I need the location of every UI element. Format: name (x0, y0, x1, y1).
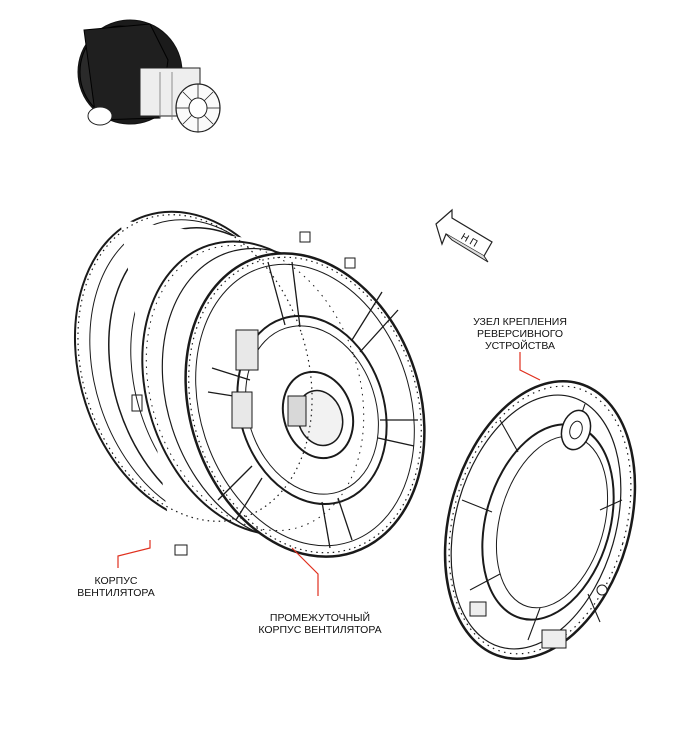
leader-lines (117, 352, 541, 596)
reverser-mount-label-line1: УЗЕЛ КРЕПЛЕНИЯ (473, 316, 567, 328)
leader-line-reverser-mount (519, 352, 541, 381)
leader-line-fan-case (117, 540, 151, 568)
fan-case-label-line1: КОРПУС (94, 575, 138, 587)
engine-thumbnail (77, 19, 221, 133)
intermediate-case-label-line2: КОРПУС ВЕНТИЛЯТОРА (258, 624, 382, 636)
intermediate-case-label: ПРОМЕЖУТОЧНЫЙ КОРПУС ВЕНТИЛЯТОРА (250, 612, 390, 636)
intermediate-case-label-line1: ПРОМЕЖУТОЧНЫЙ (269, 612, 371, 624)
fan-case-label: КОРПУС ВЕНТИЛЯТОРА (68, 575, 164, 599)
reverser-mount-ring (443, 380, 637, 660)
reverser-mount-label: УЗЕЛ КРЕПЛЕНИЯ РЕВЕРСИВНОГО УСТРОЙСТВА (452, 316, 588, 352)
leader-line-intermediate-case (291, 547, 319, 596)
fan-case-assembly (73, 210, 426, 560)
reverser-mount-label-line3: УСТРОЙСТВА (484, 340, 556, 352)
fan-case-label-line2: ВЕНТИЛЯТОРА (77, 587, 155, 599)
forward-direction-arrow-icon (435, 208, 493, 263)
reverser-mount-label-line2: РЕВЕРСИВНОГО (476, 328, 564, 340)
